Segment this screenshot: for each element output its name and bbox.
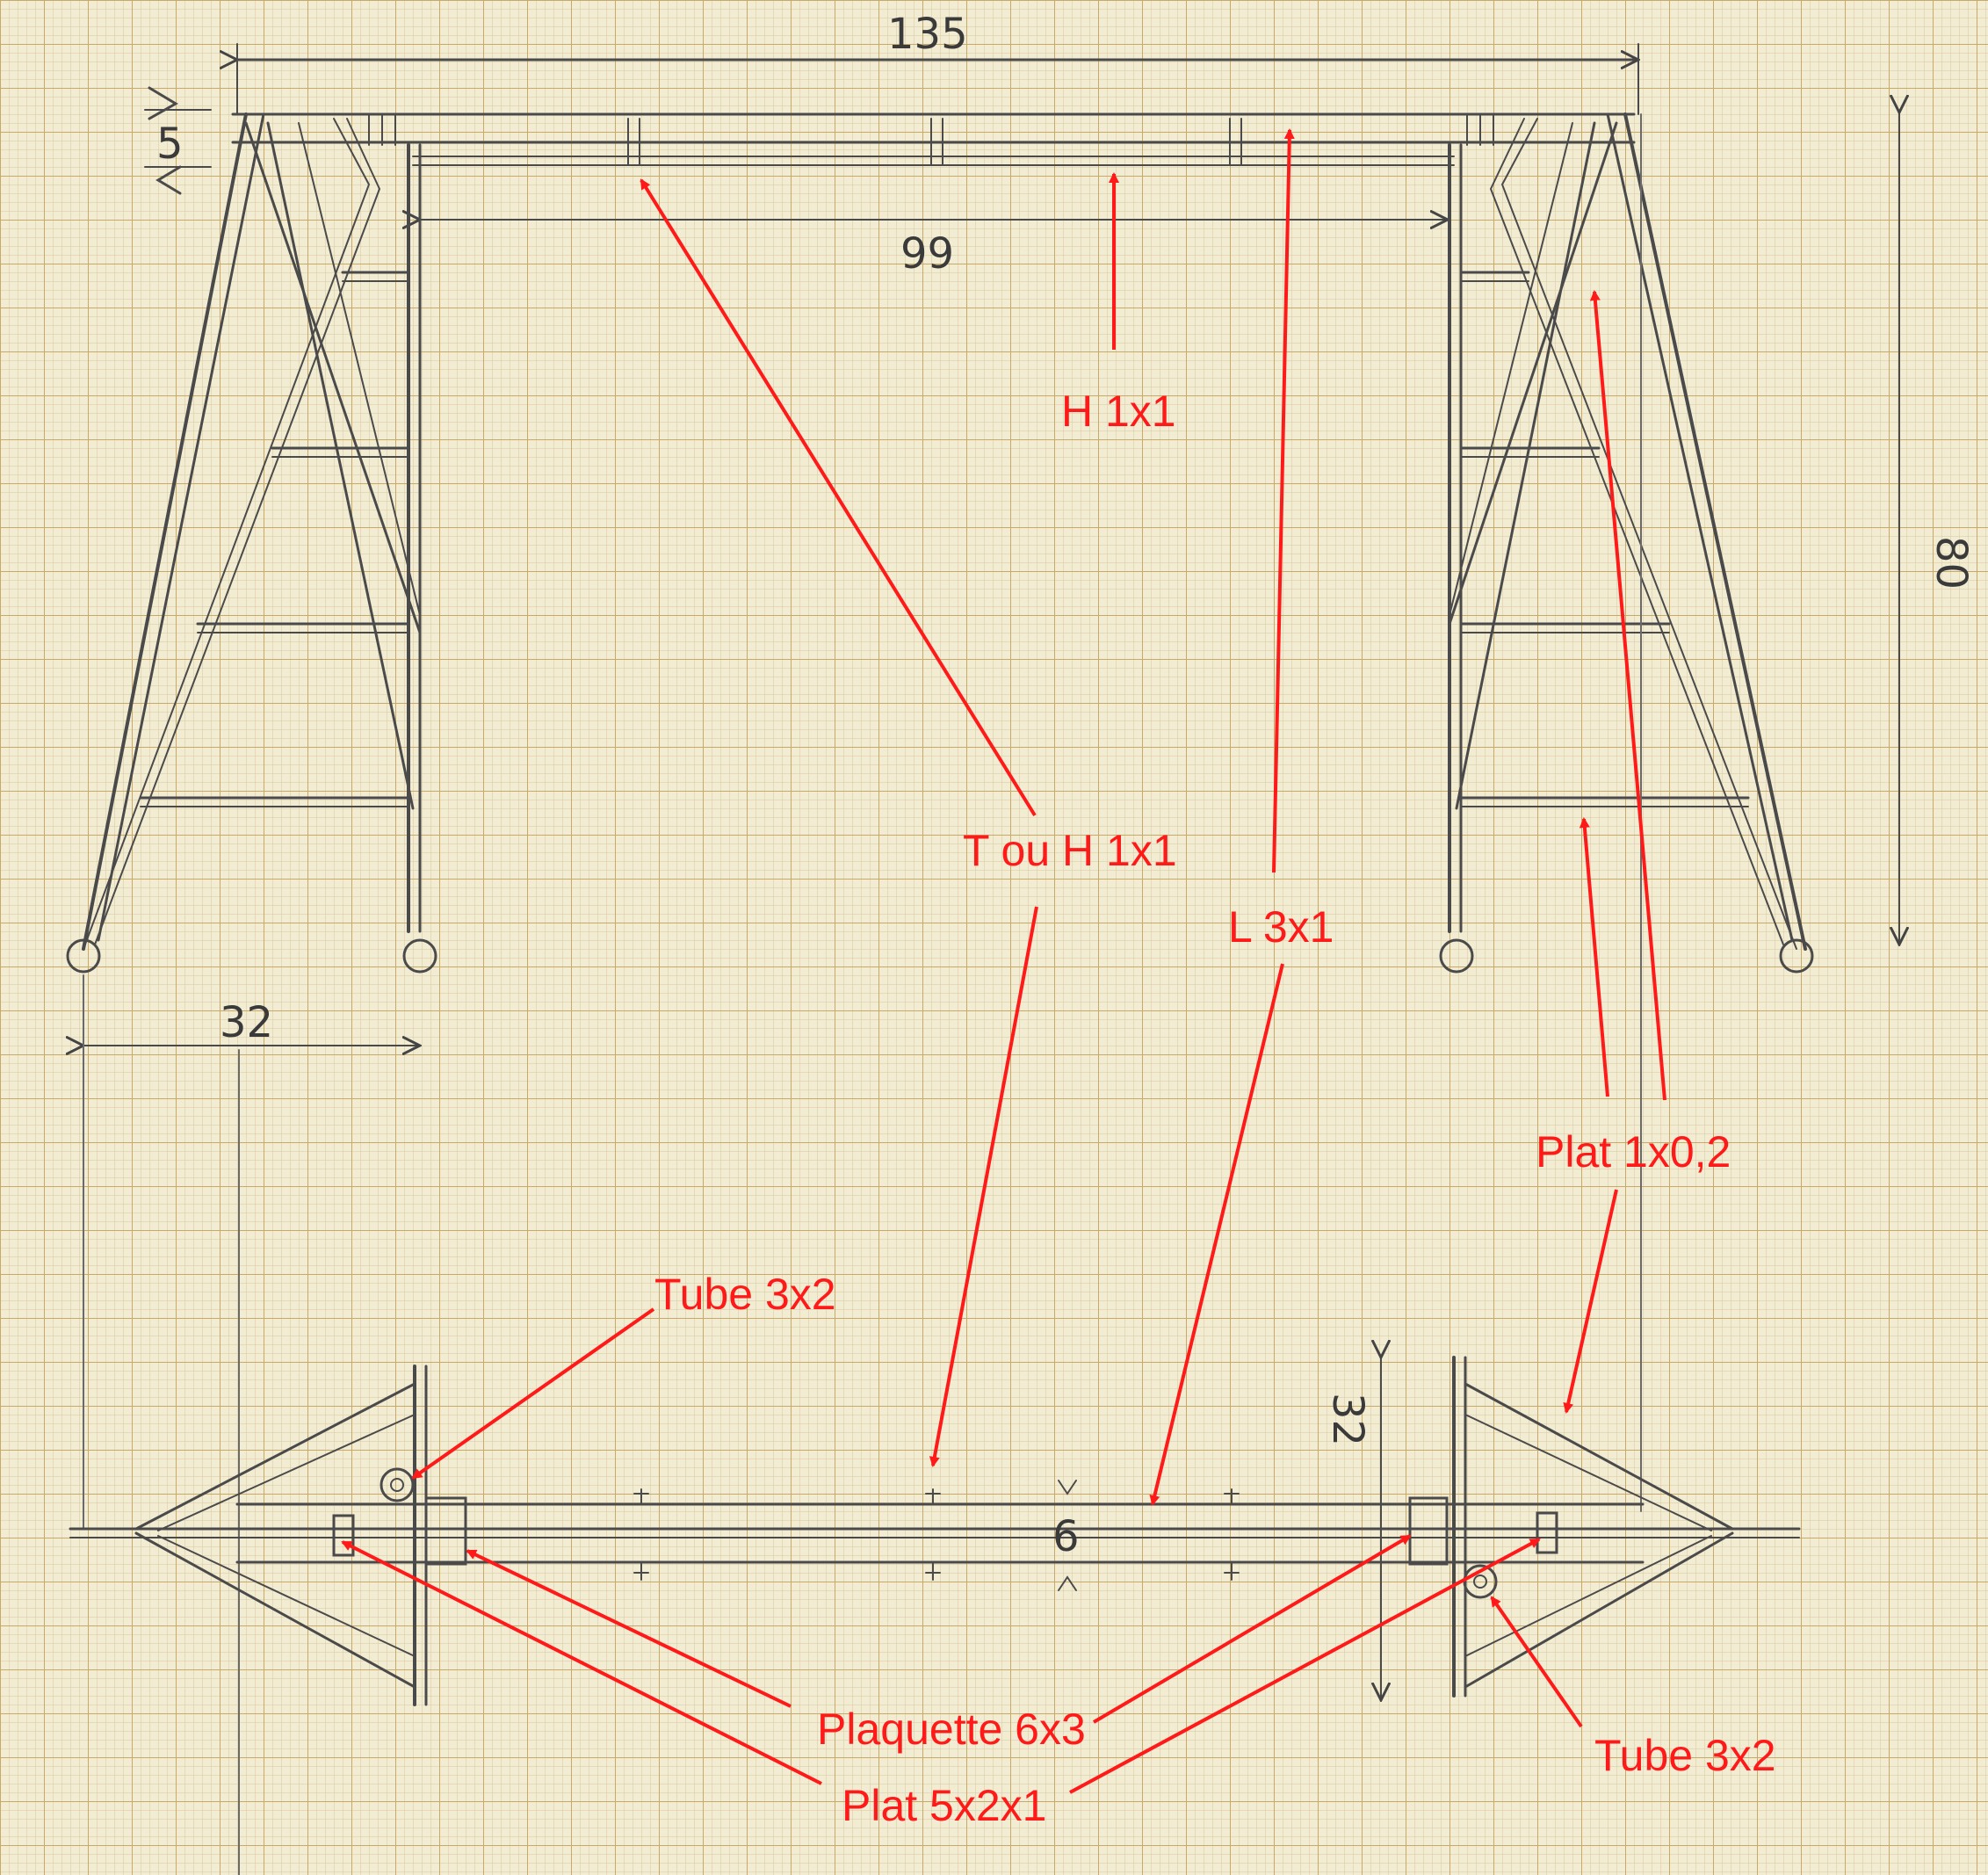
label-tube-3x2-right: Tube 3x2 <box>1594 1731 1776 1780</box>
dimension-32: 32 <box>220 998 273 1047</box>
label-h-1x1: H 1x1 <box>1061 387 1176 436</box>
dimension-135: 135 <box>887 10 968 59</box>
left-inner-wheel <box>402 938 437 974</box>
dimension-80: 80 <box>1927 536 1976 590</box>
annotation-labels: H 1x1 T ou H 1x1 L 3x1 Plat 1x0,2 Tube 3… <box>654 387 1776 1830</box>
label-tube-3x2-left: Tube 3x2 <box>654 1270 836 1319</box>
left-plat-block <box>332 1514 355 1557</box>
dimension-6: 6 <box>1052 1512 1080 1561</box>
right-trestle <box>1439 112 1814 974</box>
label-plaquette-6x3: Plaquette 6x3 <box>817 1705 1086 1754</box>
top-beam <box>231 112 1636 166</box>
label-l-3x1: L 3x1 <box>1228 902 1334 952</box>
annotation-leaders <box>341 128 1666 1794</box>
label-t-ou-h-1x1: T ou H 1x1 <box>963 826 1177 875</box>
dimension-texts: 135 99 5 80 32 32 6 <box>156 10 1976 1561</box>
left-plaquette <box>424 1496 467 1566</box>
right-plat-block <box>1536 1511 1558 1554</box>
right-inner-wheel <box>1439 938 1474 974</box>
dimension-32-plan: 32 <box>1323 1393 1372 1446</box>
dimension-135-line <box>237 43 1638 115</box>
pencil-drawing <box>66 43 1899 1875</box>
right-plaquette <box>1408 1496 1449 1566</box>
left-outer-wheel <box>66 938 101 974</box>
plan-view <box>69 1357 1801 1706</box>
right-outer-wheel <box>1779 938 1814 974</box>
dimension-5: 5 <box>156 119 184 169</box>
dimension-5-marks <box>144 86 212 195</box>
dimension-99: 99 <box>900 229 954 279</box>
label-plat-5x2x1: Plat 5x2x1 <box>842 1781 1046 1830</box>
label-plat-1x0-2: Plat 1x0,2 <box>1536 1127 1731 1176</box>
left-plan-tube <box>380 1467 415 1502</box>
left-trestle <box>66 112 437 974</box>
